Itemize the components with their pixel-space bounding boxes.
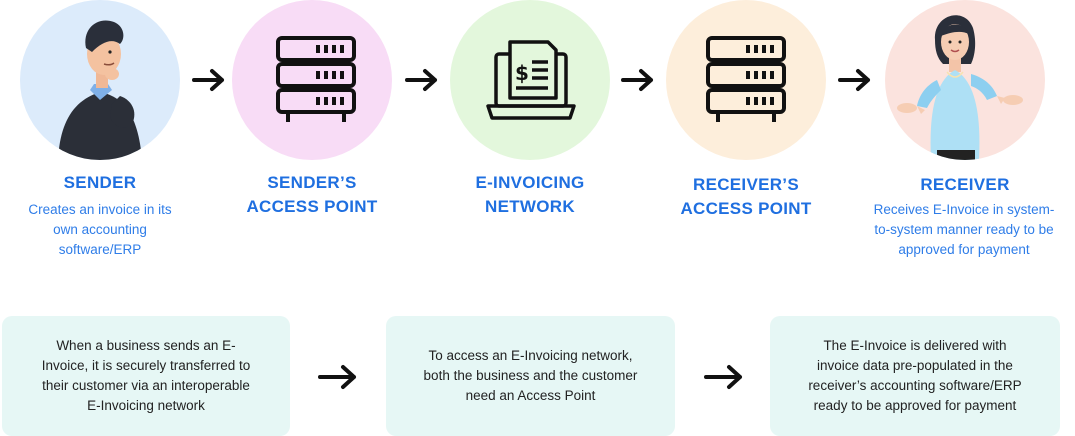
card-line: ready to be approved for payment: [813, 398, 1017, 413]
svg-text:$: $: [515, 61, 529, 85]
server-icon: [706, 36, 786, 122]
card-line: Invoice, it is securely transferred to: [41, 358, 251, 373]
step-title-sender: SENDER: [20, 171, 180, 195]
step-title-line: RECEIVER’S: [693, 175, 799, 194]
step-title-receivers-access-point: RECEIVER’S ACCESS POINT: [656, 173, 836, 221]
step-title-line: ACCESS POINT: [680, 199, 812, 218]
description-line: software/ERP: [58, 242, 142, 257]
step-description-receiver: Receives E-Invoice in system- to-system …: [855, 200, 1073, 260]
receiver-person-icon: [897, 15, 1023, 160]
e-invoicing-network-circle: $: [450, 0, 610, 160]
arrow-icon: [621, 69, 653, 91]
card-line: their customer via an interoperable: [42, 378, 250, 393]
arrow-icon: [704, 365, 742, 389]
card-line: The E-Invoice is delivered with: [823, 338, 1007, 353]
laptop-invoice-icon: $: [486, 40, 576, 120]
step-title-line: SENDER: [63, 173, 137, 192]
card-line: To access an E-Invoicing network,: [428, 348, 633, 363]
senders-access-point-circle: [232, 0, 392, 160]
explanation-card-delivery: The E-Invoice is delivered with invoice …: [770, 316, 1060, 436]
step-title-line: RECEIVER: [920, 175, 1010, 194]
sender-circle: [20, 0, 180, 160]
step-title-line: SENDER’S: [267, 173, 357, 192]
card-line: E-Invoicing network: [87, 398, 205, 413]
description-line: Creates an invoice in its: [28, 202, 172, 217]
description-line: Receives E-Invoice in system-: [873, 202, 1055, 217]
arrow-icon: [192, 69, 224, 91]
step-title-line: NETWORK: [485, 197, 575, 216]
arrow-icon: [838, 69, 870, 91]
arrow-icon: [405, 69, 437, 91]
description-line: to-system manner ready to be: [874, 222, 1054, 237]
step-title-senders-access-point: SENDER’S ACCESS POINT: [222, 171, 402, 219]
card-line: both the business and the customer: [423, 368, 638, 383]
explanation-card-transfer: When a business sends an E- Invoice, it …: [2, 316, 290, 436]
description-line: approved for payment: [898, 242, 1030, 257]
sender-person-icon: [58, 20, 142, 160]
step-title-line: ACCESS POINT: [246, 197, 378, 216]
receiver-circle: [885, 0, 1045, 160]
step-title-e-invoicing-network: E-INVOICING NETWORK: [440, 171, 620, 219]
step-title-receiver: RECEIVER: [880, 173, 1050, 197]
arrow-icon: [318, 365, 356, 389]
card-line: invoice data pre-populated in the: [817, 358, 1013, 373]
explanation-card-access-point: To access an E-Invoicing network, both t…: [386, 316, 675, 436]
receivers-access-point-circle: [666, 0, 826, 160]
step-title-line: E-INVOICING: [475, 173, 585, 192]
card-line: need an Access Point: [465, 388, 596, 403]
description-line: own accounting: [53, 222, 147, 237]
server-icon: [276, 36, 356, 122]
card-line: receiver’s accounting software/ERP: [808, 378, 1022, 393]
card-line: When a business sends an E-: [56, 338, 236, 353]
step-description-sender: Creates an invoice in its own accounting…: [5, 200, 195, 260]
